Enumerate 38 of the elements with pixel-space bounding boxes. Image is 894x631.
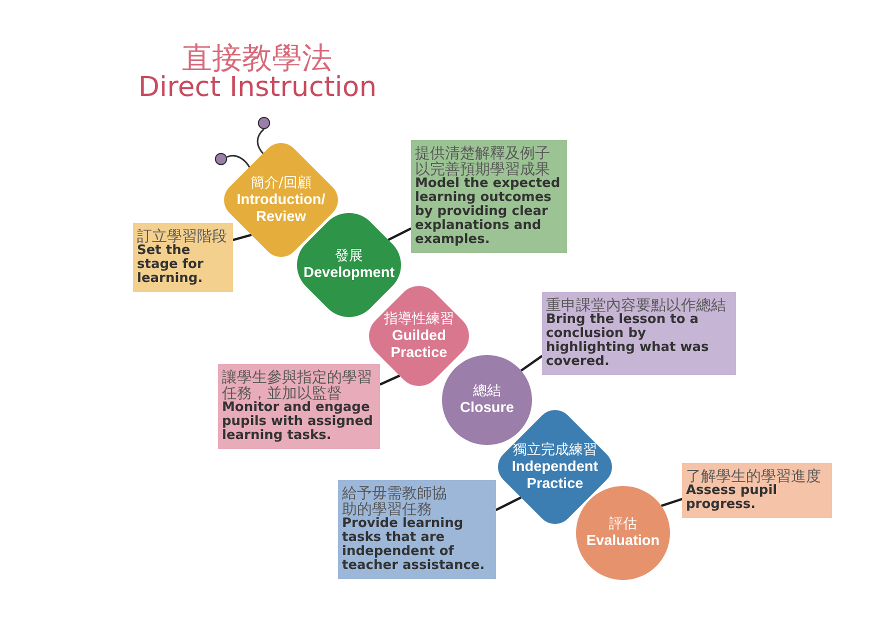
highlight-box — [411, 140, 567, 253]
note-text: 了解學生的學習進度 — [686, 468, 822, 484]
step-label: Guilded Practice — [390, 328, 448, 362]
step-label: 指導性練習 — [384, 310, 454, 328]
step-label: 總結 — [473, 383, 501, 400]
step-label: Evaluation — [586, 533, 660, 550]
leader-line — [388, 227, 412, 241]
step-label: 獨立完成練習 — [513, 442, 597, 458]
leader-line — [660, 498, 683, 508]
leader-line — [379, 374, 400, 386]
step-label: Introduction/ Review — [236, 192, 326, 226]
note-text: Assess pupil progress. — [686, 484, 778, 512]
note-text: Bring the lesson to a conclusion by highlighting what was covered. — [546, 313, 710, 369]
note-text: 讓學生參與指定的學習任務，並加以監督 — [222, 369, 373, 401]
note-text: 提供清楚解釋及例子以完善預期學習成果 — [415, 145, 550, 177]
note-text: 重申課堂內容要點以作總結 — [546, 297, 727, 313]
highlight-box — [338, 480, 496, 579]
note-text: Model the expected learning outcomes by providing clear explanations and examples. — [415, 177, 562, 247]
leader-line — [495, 496, 522, 512]
highlight-box — [133, 223, 233, 292]
step-label: 評估 — [609, 516, 637, 533]
leader-line — [232, 234, 252, 242]
step-label: 簡介/回顧 — [250, 174, 312, 192]
title: 直接教學法 — [182, 44, 332, 74]
step-label: Closure — [460, 400, 514, 417]
highlight-box — [542, 292, 736, 375]
step-label: Development — [303, 265, 395, 282]
note-text: 給予毋需教師協助的學習任務 — [342, 485, 447, 517]
note-text: Monitor and engage pupils with assigned learning tasks. — [222, 401, 374, 443]
note-text: Set the stage for learning. — [137, 244, 204, 286]
leader-line — [520, 354, 543, 372]
note-text: 訂立學習階段 — [137, 228, 228, 244]
highlight-box — [682, 463, 832, 518]
step-label: 發展 — [335, 248, 363, 265]
note-text: Provide learning tasks that are independent of teacher assistance. — [342, 517, 486, 573]
step-label: Independent Practice — [510, 458, 600, 492]
subtitle: Direct Instruction — [138, 74, 377, 102]
highlight-box — [218, 364, 380, 449]
